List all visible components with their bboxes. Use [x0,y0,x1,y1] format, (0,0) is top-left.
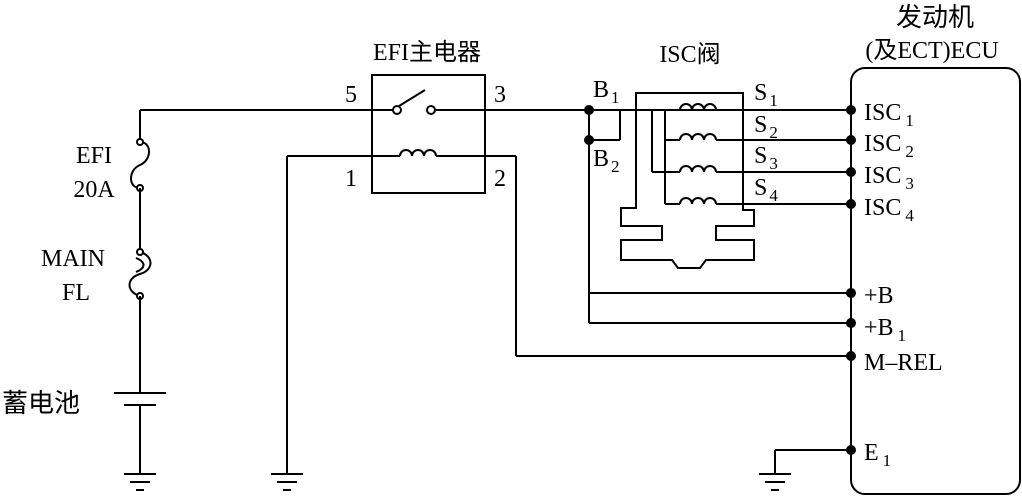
e1-ground-branch [759,449,851,491]
terminal-isc2 [846,135,856,145]
relay-coil-symbol [399,149,437,157]
supply-branch: EFI 20A MAIN FL 蓄电池 [2,109,372,491]
terminal-isc1 [846,105,856,115]
relay-switch-blade [398,89,426,107]
fuse-efi-label-line1: EFI [76,143,112,169]
relay-pin2: 2 [494,166,506,192]
relay-pin1: 1 [345,166,357,192]
ground-symbol-relay [271,473,303,491]
terminal-plus-b [846,288,856,298]
efi-main-relay: EFI主电器 5 3 1 2 [345,39,506,194]
terminal-isc4 [846,199,856,209]
pin-m-rel-label: M–REL [864,350,943,376]
ground-symbol-ecu [759,473,791,491]
ecu-title-line2: (及ECT)ECU [865,38,998,64]
relay-pin3: 3 [494,82,506,108]
junction-b2 [584,135,594,145]
ecu-box [850,67,1021,495]
fuse-main-label-line2: FL [62,280,90,306]
fuse-main-symbol-inner [135,257,145,273]
isc-coil-4 [679,197,717,205]
junction-b1 [584,105,594,115]
isc-valve-label: ISC阀 [659,41,720,68]
fuse-main-label-line1: MAIN [41,246,105,272]
relay-pin5: 5 [345,82,357,108]
terminal-isc3 [846,167,856,177]
battery-label: 蓄电池 [2,389,80,418]
ecu-title-line1: 发动机 [896,3,974,32]
fuse-efi-symbol [130,141,150,189]
terminal-m-rel [846,351,856,361]
ecu-block: 发动机 (及ECT)ECU [850,3,1021,495]
fuse-efi-end-top [136,138,144,146]
pin-plus-b-label: +B [864,283,894,309]
fuse-main-symbol [128,251,152,297]
fuse-efi-label-line2: 20A [73,177,115,203]
ground-symbol-battery [124,473,156,491]
relay-switch-contact-right [426,105,436,115]
isc-coil-3 [679,165,717,173]
isc-valve-housing [620,92,755,269]
relay-box [371,74,486,194]
terminal-e1 [846,445,856,455]
relay-label: EFI主电器 [373,39,481,66]
relay-switch-contact-left [392,105,402,115]
isc-coil-2 [679,133,717,141]
ecu-pin-terminals [846,105,856,455]
isc-coil-1 [679,103,717,111]
terminal-plus-b1 [846,318,856,328]
fuse-main-end-top [136,248,144,256]
